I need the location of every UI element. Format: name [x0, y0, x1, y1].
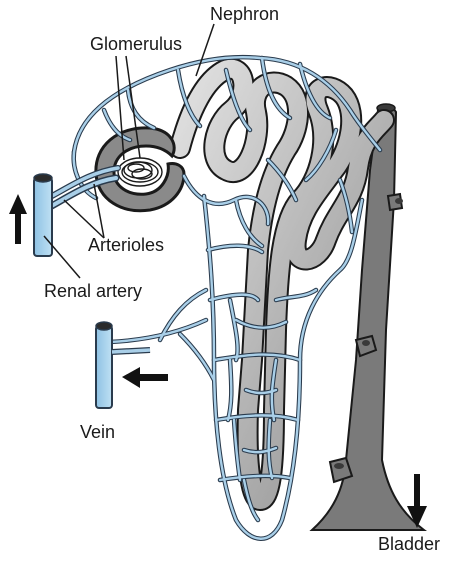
arrow-left-icon — [122, 367, 168, 388]
renal-artery-vessel — [34, 174, 52, 256]
arrow-up-icon — [9, 194, 27, 244]
renal-vein-vessel — [96, 322, 150, 408]
vein-label: Vein — [80, 423, 115, 441]
nephron-label: Nephron — [210, 5, 279, 23]
glomerulus-label: Glomerulus — [90, 35, 182, 53]
renal-artery-label: Renal artery — [44, 282, 142, 300]
arterioles-label: Arterioles — [88, 236, 164, 254]
bladder-label: Bladder — [378, 535, 440, 553]
